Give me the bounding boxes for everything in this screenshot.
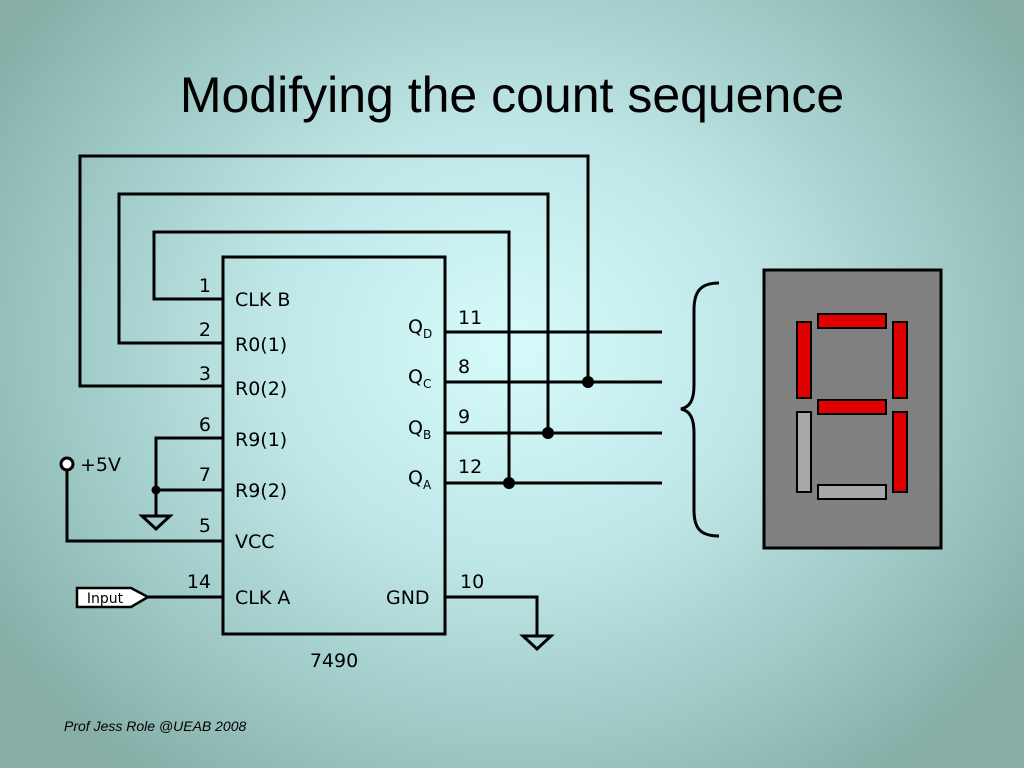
pin-number: 9 <box>458 406 470 428</box>
output-lines <box>445 330 662 489</box>
junction-dot-r9 <box>151 485 161 495</box>
ground-symbol-left <box>138 514 174 532</box>
wire-vcc <box>65 470 223 543</box>
pin-label: QD <box>408 316 432 341</box>
wire-qc-to-r0-2 <box>78 154 590 388</box>
input-arrow-icon <box>75 586 151 609</box>
pin-number: 14 <box>187 571 211 593</box>
pin-label: QC <box>408 366 431 391</box>
seven-segment-display <box>762 268 943 550</box>
grouping-brace <box>680 281 720 538</box>
pin-label: CLK B <box>235 289 290 311</box>
pin-number: 8 <box>458 356 470 378</box>
pin-label: R9(2) <box>235 480 287 502</box>
pin-number: 11 <box>458 307 482 329</box>
supply-terminal-icon <box>59 456 75 472</box>
pin-label: QA <box>408 467 432 492</box>
left-pins: 1 CLK B 2 R0(1) 3 R0(2) 6 R9(1) 7 R9(2) … <box>187 275 291 609</box>
segment-b <box>892 321 908 399</box>
slide-title: Modifying the count sequence <box>179 67 845 123</box>
pin-number: 2 <box>199 319 211 341</box>
footer-credit: Prof Jess Role @UEAB 2008 <box>64 718 247 734</box>
segment-f <box>796 321 812 399</box>
pin-label: GND <box>386 587 430 609</box>
pin-number: 1 <box>199 275 211 297</box>
ic-name-label: 7490 <box>310 650 358 672</box>
supply-label: +5V <box>80 454 121 476</box>
ic-7490-body <box>221 255 447 636</box>
gnd-wiring <box>445 595 555 652</box>
pin-number: 10 <box>460 571 484 593</box>
pin-number: 6 <box>199 414 211 436</box>
pin-label: R9(1) <box>235 429 287 451</box>
pin-number: 12 <box>458 456 482 478</box>
wire-r9-1-ground <box>154 436 223 515</box>
input-label: Input <box>87 591 124 607</box>
ground-symbol-right <box>519 634 555 652</box>
wire-gnd <box>445 595 539 636</box>
wire-qb-to-r0-1 <box>117 192 550 433</box>
segment-g <box>817 399 887 415</box>
segment-c <box>892 411 908 493</box>
pin-label: R0(1) <box>235 334 287 356</box>
pin-label: VCC <box>235 531 275 553</box>
r9-ground-wiring <box>138 436 223 532</box>
wire-qa-to-clkb <box>152 230 511 483</box>
segment-a <box>817 313 887 329</box>
pin-number: 7 <box>199 464 211 486</box>
pin-label: CLK A <box>235 587 290 609</box>
segment-e <box>796 411 812 493</box>
pin-number: 3 <box>199 363 211 385</box>
pin-label: R0(2) <box>235 378 287 400</box>
segment-d <box>817 484 887 500</box>
right-pins: 11 QD 8 QC 9 QB 12 QA 10 GND <box>386 307 484 609</box>
junction-dot-qb <box>542 427 554 439</box>
vcc-supply: +5V <box>59 454 223 543</box>
pin-label: QB <box>408 417 431 442</box>
junction-dot-qa <box>503 477 515 489</box>
feedback-wires <box>78 154 590 483</box>
pin-number: 5 <box>199 515 211 537</box>
junction-dot-qc <box>582 376 594 388</box>
clock-input: Input <box>75 586 223 609</box>
